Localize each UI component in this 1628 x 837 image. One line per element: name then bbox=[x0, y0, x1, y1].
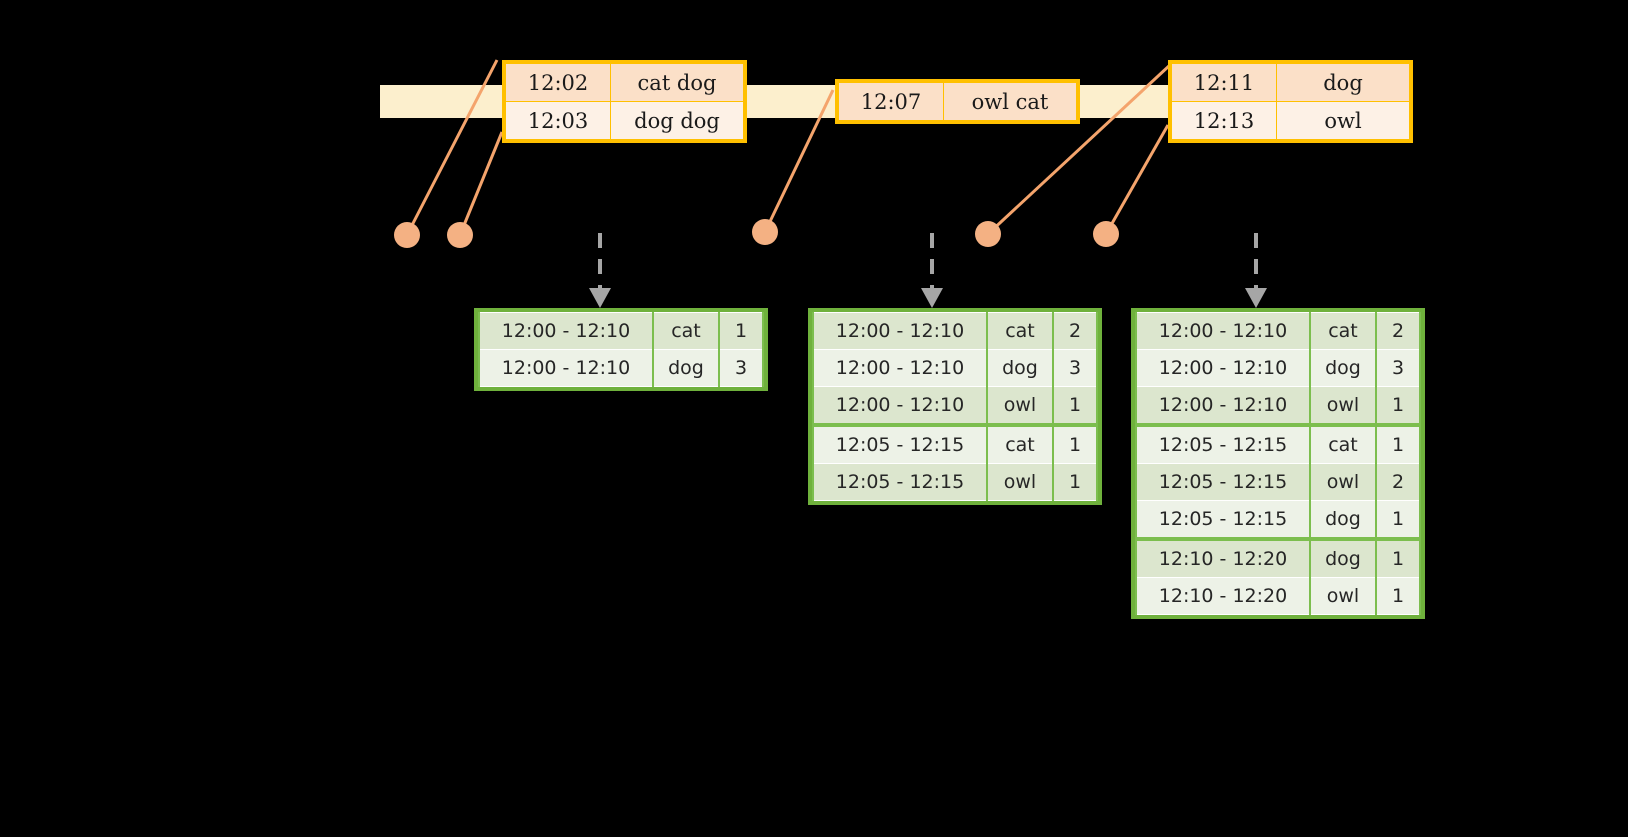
event-value-cell: owl bbox=[1276, 101, 1410, 140]
result-window-cell: 12:00 - 12:10 bbox=[478, 312, 654, 350]
event-record-dots bbox=[394, 219, 1119, 248]
result-count-cell: 1 bbox=[718, 312, 764, 350]
result-count-cell: 2 bbox=[1375, 463, 1421, 501]
emit-arrow-2 bbox=[921, 233, 943, 308]
result-window-cell: 12:00 - 12:10 bbox=[812, 386, 988, 427]
record-dot-1213 bbox=[1093, 221, 1119, 247]
result-key-cell: cat bbox=[986, 312, 1054, 350]
result-count-cell: 1 bbox=[1375, 386, 1421, 427]
result-key-cell: dog bbox=[1309, 349, 1377, 387]
result-key-cell: cat bbox=[1309, 424, 1377, 464]
result-key-cell: dog bbox=[1309, 538, 1377, 578]
result-key-cell: cat bbox=[652, 312, 720, 350]
record-dot-1202 bbox=[394, 222, 420, 248]
result-window-cell: 12:00 - 12:10 bbox=[478, 349, 654, 387]
result-window-cell: 12:00 - 12:10 bbox=[812, 312, 988, 350]
event-time-cell: 12:11 bbox=[1171, 63, 1277, 102]
result-key-cell: owl bbox=[986, 463, 1054, 501]
event-time-cell: 12:13 bbox=[1171, 101, 1277, 140]
event-value-cell: owl cat bbox=[943, 82, 1077, 121]
result-count-cell: 1 bbox=[1375, 538, 1421, 578]
result-count-cell: 3 bbox=[1052, 349, 1098, 387]
result-count-cell: 3 bbox=[1375, 349, 1421, 387]
result-window-cell: 12:00 - 12:10 bbox=[1135, 349, 1311, 387]
result-window-cell: 12:10 - 12:20 bbox=[1135, 577, 1311, 615]
emit-arrows bbox=[589, 233, 1267, 308]
record-dot-1203 bbox=[447, 222, 473, 248]
result-count-cell: 1 bbox=[1052, 424, 1098, 464]
record-dot-1207 bbox=[752, 219, 778, 245]
result-window-cell: 12:00 - 12:10 bbox=[1135, 386, 1311, 427]
event-value-cell: dog dog bbox=[610, 101, 744, 140]
event-value-cell: cat dog bbox=[610, 63, 744, 102]
result-key-cell: cat bbox=[986, 424, 1054, 464]
result-key-cell: dog bbox=[1309, 500, 1377, 541]
result-key-cell: owl bbox=[1309, 577, 1377, 615]
result-count-cell: 1 bbox=[1375, 500, 1421, 541]
result-key-cell: cat bbox=[1309, 312, 1377, 350]
result-window-cell: 12:00 - 12:10 bbox=[1135, 312, 1311, 350]
result-key-cell: owl bbox=[1309, 463, 1377, 501]
result-key-cell: dog bbox=[986, 349, 1054, 387]
result-key-cell: owl bbox=[1309, 386, 1377, 427]
result-window-cell: 12:00 - 12:10 bbox=[812, 349, 988, 387]
result-window-cell: 12:05 - 12:15 bbox=[812, 424, 988, 464]
result-window-cell: 12:10 - 12:20 bbox=[1135, 538, 1311, 578]
event-time-cell: 12:07 bbox=[838, 82, 944, 121]
emit-arrow-1 bbox=[589, 233, 611, 308]
result-count-cell: 1 bbox=[1052, 463, 1098, 501]
event-time-cell: 12:02 bbox=[505, 63, 611, 102]
event-connector-lines bbox=[405, 59, 1172, 236]
emit-arrow-3 bbox=[1245, 233, 1267, 308]
event-value-cell: dog bbox=[1276, 63, 1410, 102]
event-time-cell: 12:03 bbox=[505, 101, 611, 140]
result-window-cell: 12:05 - 12:15 bbox=[1135, 500, 1311, 541]
record-dot-1211 bbox=[975, 221, 1001, 247]
result-key-cell: dog bbox=[652, 349, 720, 387]
result-key-cell: owl bbox=[986, 386, 1054, 427]
result-window-cell: 12:05 - 12:15 bbox=[1135, 463, 1311, 501]
result-window-cell: 12:05 - 12:15 bbox=[1135, 424, 1311, 464]
result-count-cell: 2 bbox=[1375, 312, 1421, 350]
result-count-cell: 1 bbox=[1375, 424, 1421, 464]
result-window-cell: 12:05 - 12:15 bbox=[812, 463, 988, 501]
result-count-cell: 2 bbox=[1052, 312, 1098, 350]
result-count-cell: 1 bbox=[1052, 386, 1098, 427]
result-count-cell: 1 bbox=[1375, 577, 1421, 615]
result-count-cell: 3 bbox=[718, 349, 764, 387]
